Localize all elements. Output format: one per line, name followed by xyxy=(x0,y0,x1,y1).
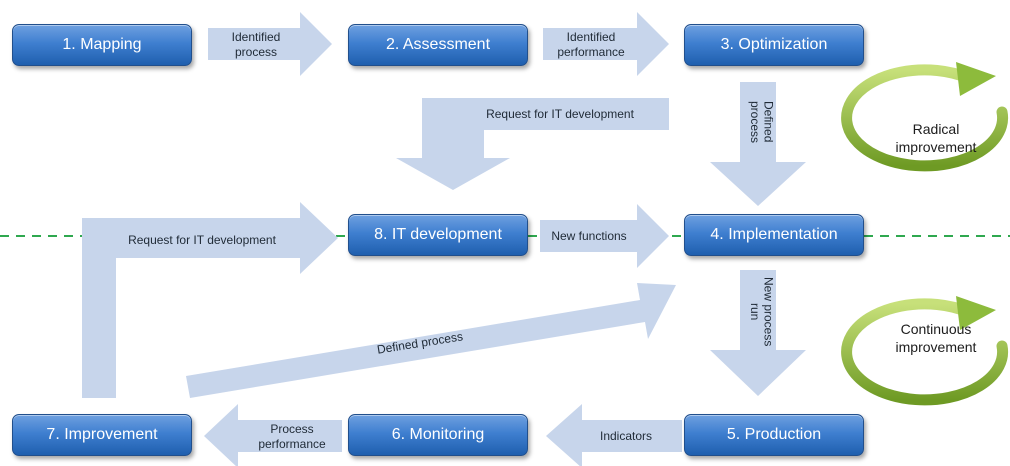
arrow-defined-process-diagonal xyxy=(186,283,676,398)
request-it-development-left-label: Request for IT development xyxy=(128,233,276,247)
step-assessment-box[interactable]: 2. Assessment xyxy=(348,24,528,66)
arrow-mapping-to-assessment xyxy=(208,12,332,76)
arrow-optimization-to-implementation xyxy=(710,82,806,206)
step-mapping-box[interactable]: 1. Mapping xyxy=(12,24,192,66)
arrow-production-to-monitoring xyxy=(546,404,682,466)
arrow-it-development-to-implementation xyxy=(540,204,669,268)
step-assessment-label: 2. Assessment xyxy=(385,36,491,53)
step-improvement-label: 7. Improvement xyxy=(46,426,158,443)
step-monitoring-box[interactable]: 6. Monitoring xyxy=(348,414,528,456)
step-production-label: 5. Production xyxy=(726,426,822,443)
step-it-development-label: 8. IT development xyxy=(374,226,502,243)
arrow-monitoring-to-improvement xyxy=(204,404,342,466)
step-improvement-box[interactable]: 7. Improvement xyxy=(12,414,192,456)
arrow-assessment-to-optimization xyxy=(543,12,669,76)
step-monitoring-label: 6. Monitoring xyxy=(391,426,485,443)
new-functions-label: New functions xyxy=(551,229,627,243)
radical-improvement-cycle-icon xyxy=(841,62,1009,172)
arrow-request-it-development-left xyxy=(82,202,338,398)
step-it-development-box[interactable]: 8. IT development xyxy=(348,214,528,256)
step-production-box[interactable]: 5. Production xyxy=(684,414,864,456)
step-optimization-box[interactable]: 3. Optimization xyxy=(684,24,864,66)
indicators-label: Indicators xyxy=(599,429,653,443)
arrow-request-it-development-top xyxy=(396,98,669,190)
step-optimization-label: 3. Optimization xyxy=(720,36,828,53)
step-implementation-box[interactable]: 4. Implementation xyxy=(684,214,864,256)
continuous-improvement-cycle-icon xyxy=(841,296,1009,406)
arrow-implementation-to-production xyxy=(710,270,806,396)
step-mapping-label: 1. Mapping xyxy=(62,36,142,53)
request-it-development-top-label: Request for IT development xyxy=(486,107,634,121)
step-implementation-label: 4. Implementation xyxy=(710,226,838,243)
